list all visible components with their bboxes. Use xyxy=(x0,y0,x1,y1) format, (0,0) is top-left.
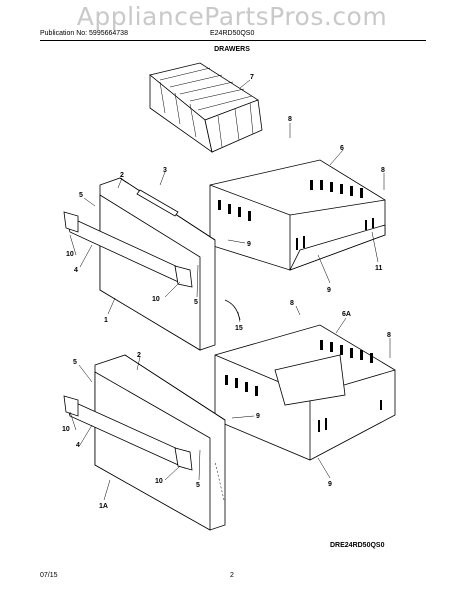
callout-4: 4 xyxy=(76,442,80,449)
callout-5: 5 xyxy=(73,359,77,366)
callout-8: 8 xyxy=(381,167,385,174)
callout-4: 4 xyxy=(74,267,78,274)
callout-9: 9 xyxy=(327,287,331,294)
lower-bin xyxy=(214,324,396,461)
wire-harness xyxy=(224,299,241,321)
callout-6A: 6A xyxy=(342,311,351,318)
diagram-code: DRE24RD50QS0 xyxy=(330,542,385,549)
page-number: 2 xyxy=(230,572,234,579)
callout-1A: 1A xyxy=(99,503,108,510)
callout-9: 9 xyxy=(247,241,251,248)
callout-6: 6 xyxy=(340,145,344,152)
callout-10: 10 xyxy=(62,426,70,433)
callout-10: 10 xyxy=(66,251,74,258)
callout-10: 10 xyxy=(155,478,163,485)
callout-1: 1 xyxy=(104,317,108,324)
publication-number: Publication No: 5995664738 xyxy=(40,30,128,37)
callout-10: 10 xyxy=(152,296,160,303)
callout-5: 5 xyxy=(196,482,200,489)
section-title: DRAWERS xyxy=(214,46,250,53)
callout-5: 5 xyxy=(194,299,198,306)
upper-drawer-front xyxy=(63,177,216,351)
callout-5: 5 xyxy=(79,192,83,199)
leader-lines xyxy=(69,79,391,501)
callout-8: 8 xyxy=(387,332,391,339)
callout-2: 2 xyxy=(120,172,124,179)
callout-2: 2 xyxy=(137,352,141,359)
callout-15: 15 xyxy=(235,325,243,332)
upper-bin xyxy=(209,159,386,271)
callout-3: 3 xyxy=(163,167,167,174)
header-rule xyxy=(40,40,426,41)
footer-date: 07/15 xyxy=(40,572,58,579)
callout-9: 9 xyxy=(256,413,260,420)
callout-labels: 7 8 6 3 2 5 10 4 9 8 11 9 10 5 1 15 8 6A… xyxy=(62,74,391,510)
callout-8: 8 xyxy=(290,300,294,307)
wire-basket xyxy=(149,62,263,153)
callout-8: 8 xyxy=(288,116,292,123)
callout-11: 11 xyxy=(375,265,383,272)
lower-drawer-front xyxy=(63,354,226,531)
callout-7: 7 xyxy=(250,74,254,81)
callout-9: 9 xyxy=(328,481,332,488)
watermark: AppliancePartsPros.com xyxy=(76,2,388,31)
model-number: E24RD50QS0 xyxy=(210,30,255,37)
